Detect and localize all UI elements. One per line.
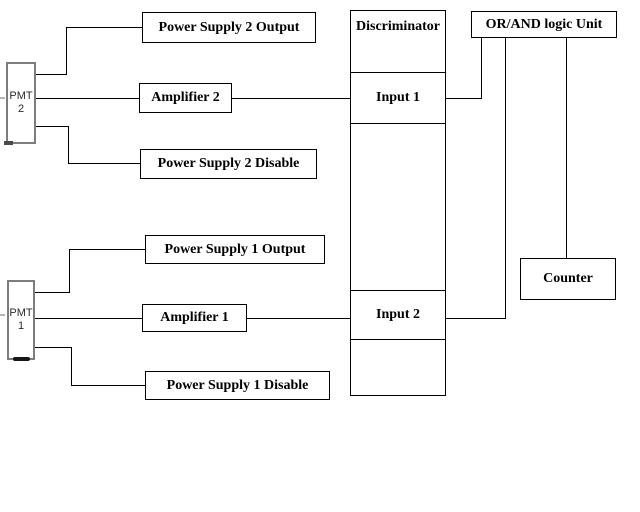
power-supply-1-output-box: Power Supply 1 Output xyxy=(145,235,325,264)
discriminator-input2-label: Input 2 xyxy=(376,307,420,322)
wire-pmt2-ps2disable-stub xyxy=(36,126,69,127)
wire-input1-orand-run xyxy=(445,98,482,99)
pmt1-label-line2: 1 xyxy=(17,320,25,332)
wire-pmt2-ps2output-run xyxy=(66,27,142,28)
discriminator-box: Discriminator Input 1 Input 2 xyxy=(350,10,446,396)
or-and-logic-unit-label: OR/AND logic Unit xyxy=(485,16,603,32)
pmt2-label-line1: PMT xyxy=(9,90,33,102)
discriminator-title: Discriminator xyxy=(356,19,440,34)
amplifier-2-box: Amplifier 2 xyxy=(139,83,232,113)
power-supply-1-output-label: Power Supply 1 Output xyxy=(164,241,306,257)
pmt1-box: PMT 1 xyxy=(7,280,35,360)
pmt2-left-tick xyxy=(0,97,5,99)
wire-input1-orand-riser xyxy=(481,38,482,99)
wire-pmt1-ps1disable-run xyxy=(71,385,145,386)
discriminator-input1-label: Input 1 xyxy=(376,90,420,105)
pmt2-box: PMT 2 xyxy=(6,62,36,144)
pmt2-shadow-mark xyxy=(4,141,13,145)
pmt1-left-tick xyxy=(0,314,5,316)
wire-amplifier1-discriminator xyxy=(247,318,350,319)
power-supply-1-disable-box: Power Supply 1 Disable xyxy=(145,371,330,400)
wire-input2-orand-riser xyxy=(505,38,506,319)
wire-pmt1-ps1output-riser xyxy=(69,249,70,293)
wire-orand-counter xyxy=(566,38,567,258)
discriminator-input2-section: Input 2 xyxy=(351,291,445,340)
wire-pmt2-amplifier2 xyxy=(36,98,139,99)
amplifier-2-label: Amplifier 2 xyxy=(151,90,220,105)
counter-label: Counter xyxy=(543,271,593,286)
wire-pmt2-ps2disable-drop xyxy=(68,126,69,164)
wire-pmt1-ps1disable-stub xyxy=(35,347,72,348)
pmt2-label-line2: 2 xyxy=(17,103,25,115)
power-supply-2-disable-label: Power Supply 2 Disable xyxy=(157,156,300,171)
power-supply-1-disable-label: Power Supply 1 Disable xyxy=(166,377,309,393)
discriminator-title-section: Discriminator xyxy=(351,11,445,73)
amplifier-1-label: Amplifier 1 xyxy=(160,310,229,325)
or-and-logic-unit-box: OR/AND logic Unit xyxy=(471,11,617,38)
discriminator-empty-section-1 xyxy=(351,124,445,291)
wire-amplifier2-discriminator xyxy=(232,98,350,99)
power-supply-2-output-box: Power Supply 2 Output xyxy=(142,12,316,43)
wire-pmt2-ps2output-riser xyxy=(66,27,67,75)
wire-pmt1-ps1output-stub xyxy=(35,292,70,293)
wire-pmt1-ps1output-run xyxy=(69,249,145,250)
discriminator-input1-section: Input 1 xyxy=(351,73,445,124)
wire-input2-orand-run xyxy=(445,318,506,319)
power-supply-2-output-label: Power Supply 2 Output xyxy=(158,19,300,35)
pmt1-shadow-mark xyxy=(13,357,30,361)
counter-box: Counter xyxy=(520,258,616,300)
amplifier-1-box: Amplifier 1 xyxy=(142,304,247,332)
power-supply-2-disable-box: Power Supply 2 Disable xyxy=(140,149,317,179)
wire-pmt2-ps2output-stub xyxy=(36,74,67,75)
wire-pmt2-ps2disable-run xyxy=(68,163,140,164)
wire-pmt1-amplifier1 xyxy=(35,318,142,319)
discriminator-empty-section-2 xyxy=(351,340,445,395)
wire-pmt1-ps1disable-drop xyxy=(71,347,72,386)
pmt1-label-line1: PMT xyxy=(9,307,33,319)
